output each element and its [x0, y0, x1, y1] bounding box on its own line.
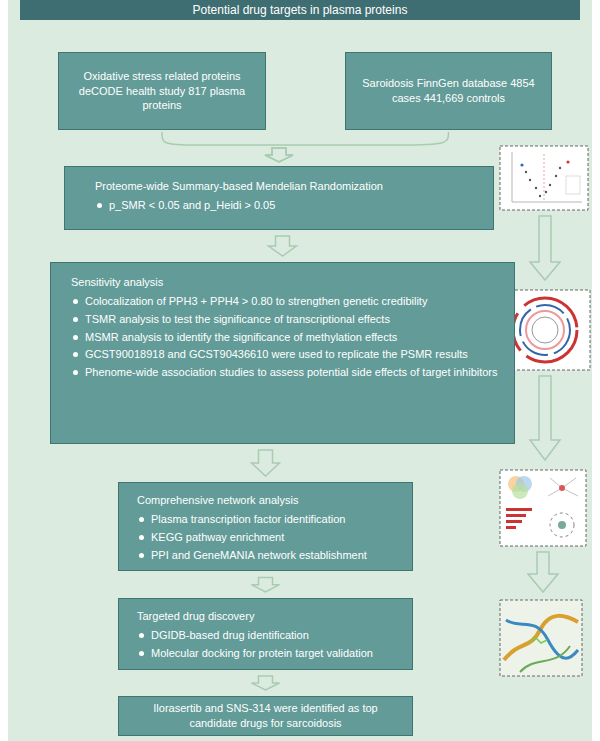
bullet-dot [73, 317, 78, 322]
protein-thumbnail [500, 600, 582, 676]
box-heading: Proteome-wide Summary-based Mendelian Ra… [95, 179, 473, 194]
bullet-dot [139, 535, 144, 540]
flow-arrow [265, 132, 449, 162]
bullet-dot [73, 335, 78, 340]
bullet-item: DGIDB-based drug identification [137, 628, 400, 643]
volcano-thumbnail [500, 146, 588, 210]
bullet-item: Molecular docking for protein target val… [137, 646, 400, 661]
title: Potential drug targets in plasma protein… [20, 0, 580, 20]
box-text: Ilorasertib and SNS-314 were identified … [129, 701, 402, 731]
title-bar [20, 0, 580, 20]
process-box: Proteome-wide Summary-based Mendelian Ra… [64, 166, 494, 230]
bullet-dot [73, 299, 78, 304]
bullet-dot [97, 203, 102, 208]
bullet-dot [73, 352, 78, 357]
box-heading: Targeted drug discovery [137, 609, 400, 624]
bullet-dot [139, 517, 144, 522]
flow-arrow [252, 450, 280, 476]
bullet-dot [73, 370, 78, 375]
bullet-item: p_SMR < 0.05 and p_Heidi > 0.05 [95, 198, 473, 213]
bullet-item: PPI and GeneMANIA network establishment [137, 548, 400, 563]
flow-arrow [269, 236, 297, 256]
flow-arrow [252, 577, 280, 592]
box-text: Saroidosis FinnGen database 4854 cases 4… [354, 76, 543, 106]
bullet-item: KEGG pathway enrichment [137, 530, 400, 545]
bullet-dot [139, 651, 144, 656]
panel [8, 0, 592, 741]
flow-arrow [252, 676, 280, 690]
box-text: Oxidative stress related proteins deCODE… [67, 69, 257, 114]
network-thumbnail [500, 470, 586, 546]
flow-arrow [162, 132, 293, 162]
bullet-item: GCST90018918 and GCST90436610 were used … [71, 347, 498, 362]
process-box: Comprehensive network analysisPlasma tra… [118, 482, 413, 571]
bullet-dot [139, 553, 144, 558]
bullet-dot [139, 633, 144, 638]
bullet-item: Plasma transcription factor identificati… [137, 512, 400, 527]
bullet-item: MSMR analysis to identify the significan… [71, 330, 498, 345]
box-heading: Comprehensive network analysis [137, 493, 400, 508]
bullet-item: Phenome-wide association studies to asse… [71, 365, 498, 380]
box-heading: Sensitivity analysis [71, 275, 498, 290]
process-box: Saroidosis FinnGen database 4854 cases 4… [345, 52, 552, 130]
process-box: Targeted drug discoveryDGIDB-based drug … [118, 598, 413, 670]
process-box: Sensitivity analysisColocalization of PP… [50, 262, 515, 444]
side-arrows [528, 216, 560, 592]
bullet-item: TSMR analysis to test the significance o… [71, 312, 498, 327]
process-box: Oxidative stress related proteins deCODE… [58, 52, 266, 130]
process-box: Ilorasertib and SNS-314 were identified … [118, 696, 413, 736]
bullet-item: Colocalization of PPH3 + PPH4 > 0.80 to … [71, 294, 498, 309]
